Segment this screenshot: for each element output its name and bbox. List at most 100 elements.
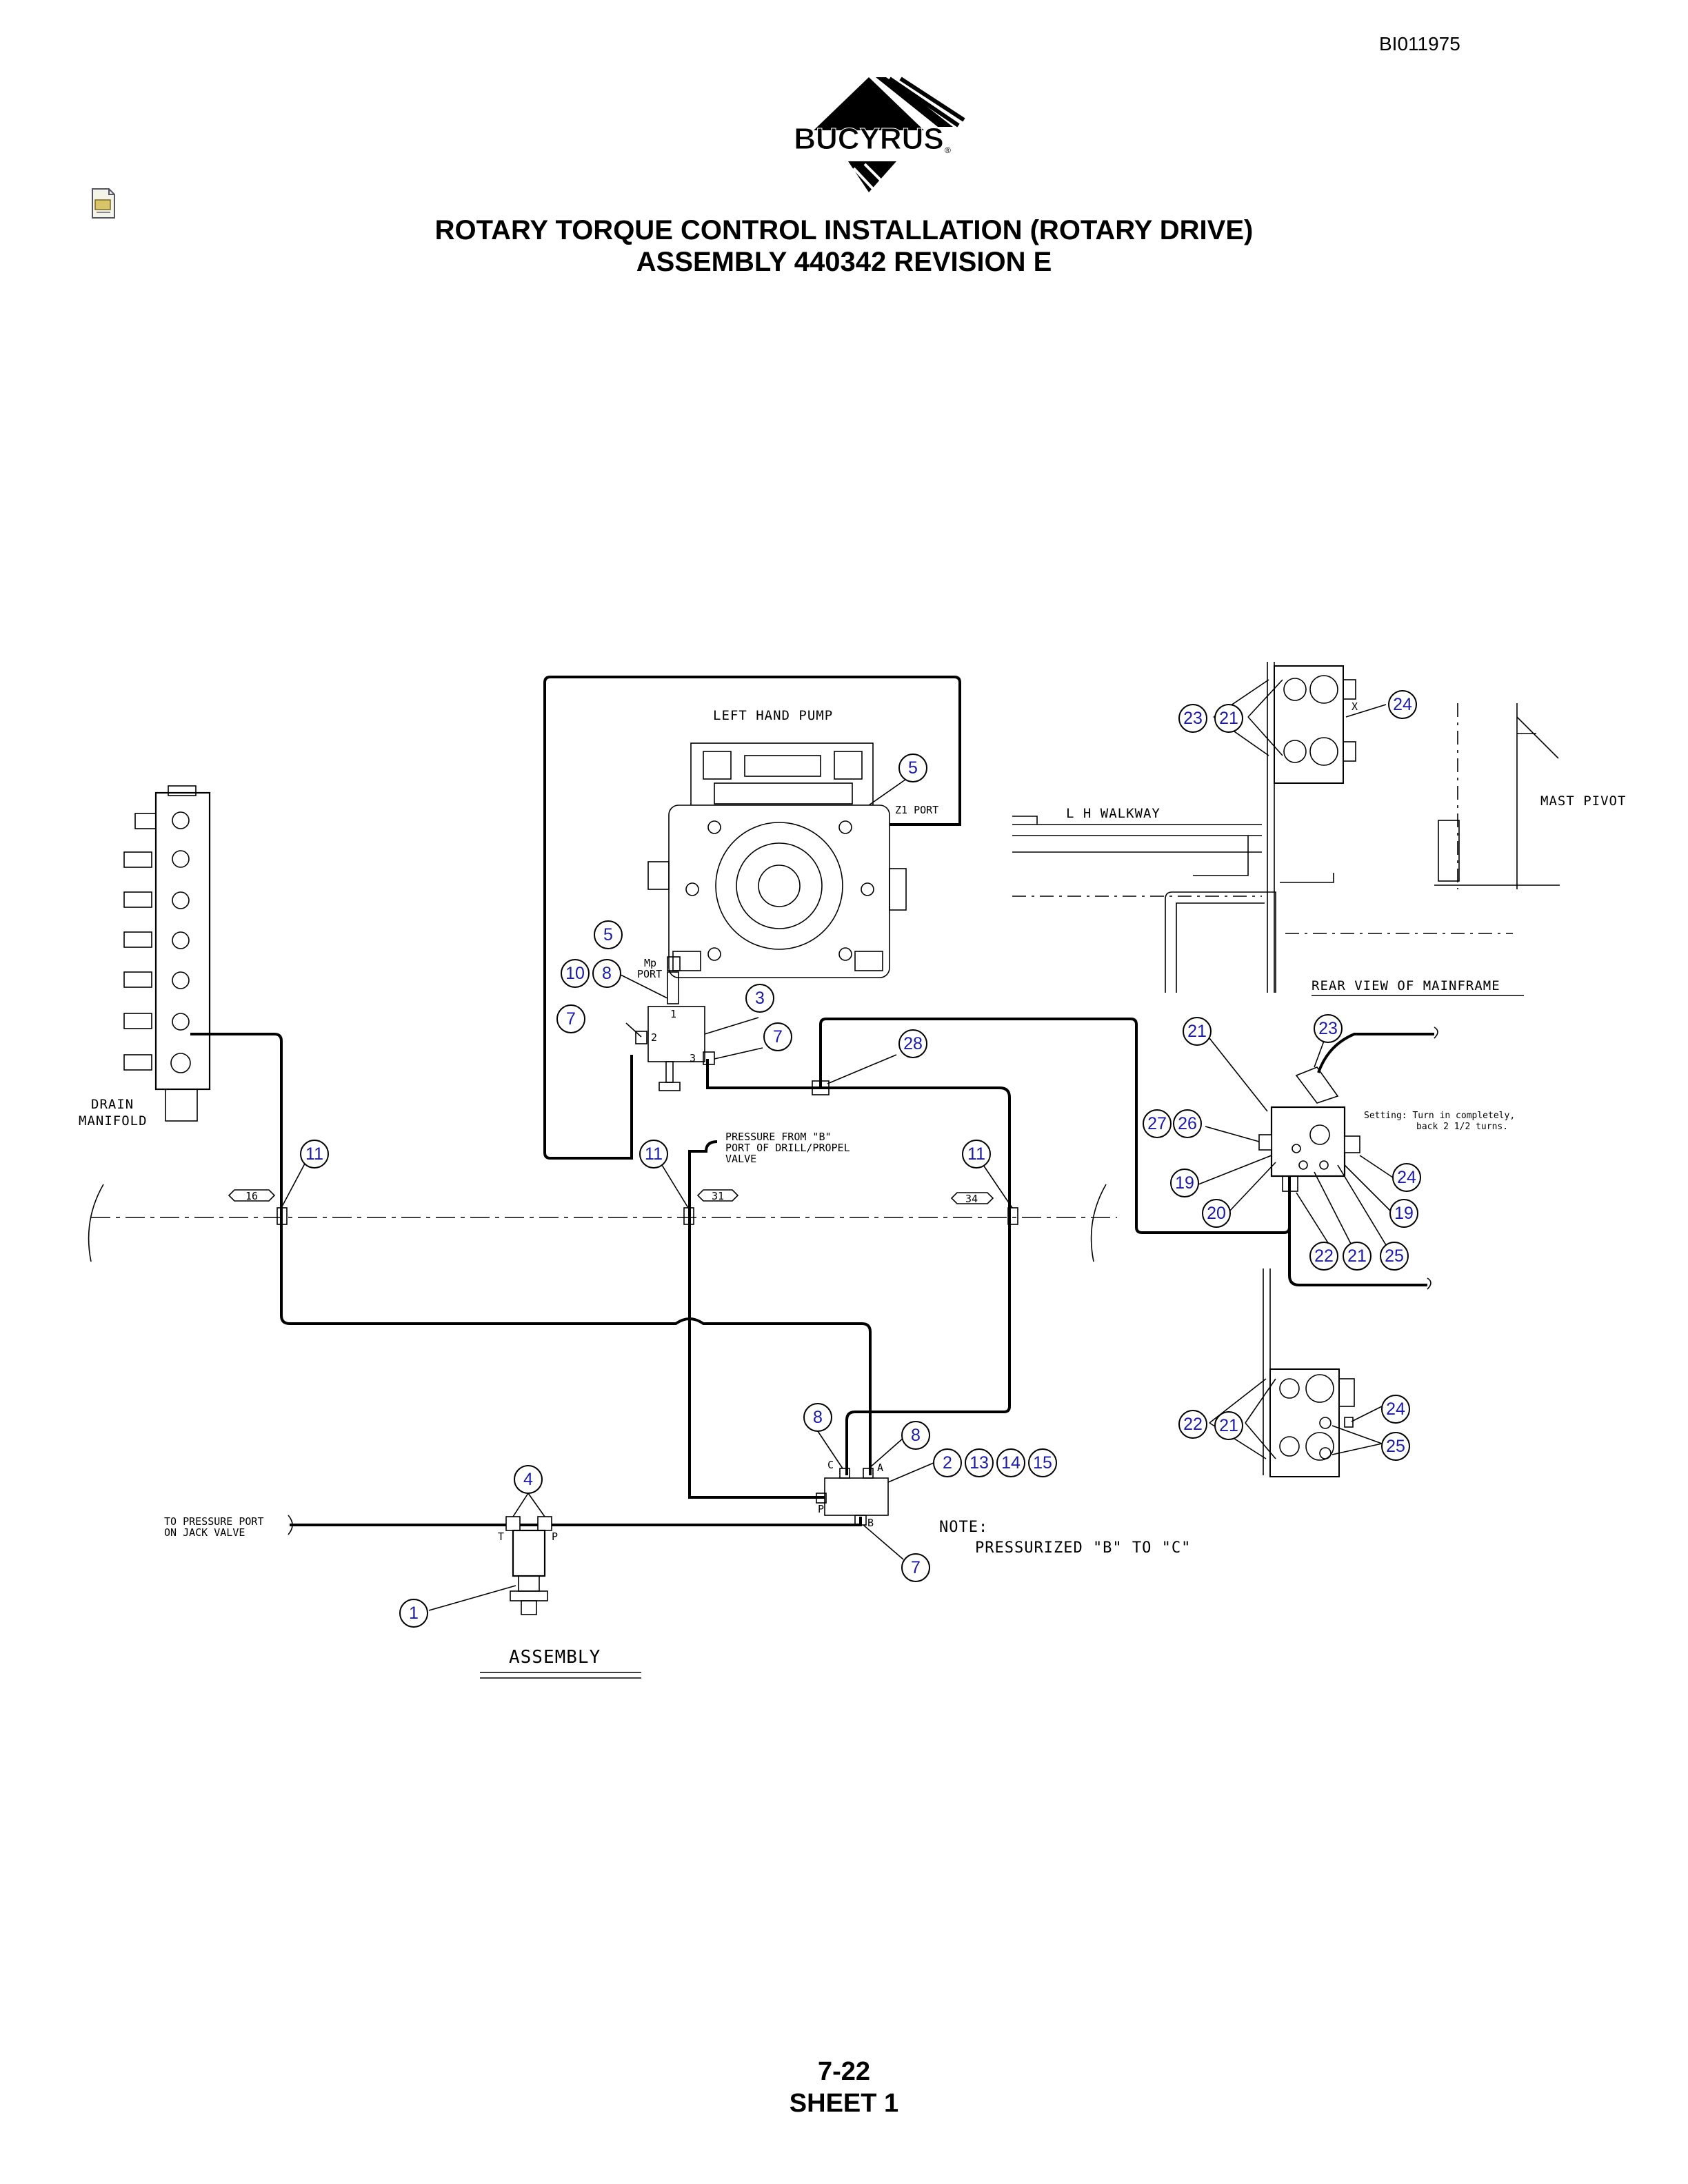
svg-text:21: 21 xyxy=(1219,1416,1238,1435)
page-number: 7-22 xyxy=(817,2057,871,2086)
balloon-23-mid: 23 xyxy=(1314,1014,1343,1043)
balloon-22-mid: 22 xyxy=(1309,1242,1338,1271)
balloon-26: 26 xyxy=(1173,1109,1202,1138)
svg-text:C: C xyxy=(827,1459,834,1471)
balloon-24-top: 24 xyxy=(1388,690,1417,719)
svg-text:24: 24 xyxy=(1397,1168,1416,1187)
svg-text:20: 20 xyxy=(1207,1204,1226,1223)
balloon-23-top: 23 xyxy=(1178,704,1207,733)
svg-text:ASSEMBLY: ASSEMBLY xyxy=(509,1647,601,1668)
svg-text:NOTE:: NOTE: xyxy=(939,1519,988,1536)
balloon-28: 28 xyxy=(898,1029,927,1058)
svg-text:10: 10 xyxy=(565,964,585,983)
left-hand-pump xyxy=(647,742,907,978)
balloon-1: 1 xyxy=(399,1599,428,1628)
balloon-4: 4 xyxy=(514,1465,543,1494)
balloon-19-right: 19 xyxy=(1389,1199,1418,1228)
svg-text:21: 21 xyxy=(1187,1022,1207,1041)
svg-text:23: 23 xyxy=(1318,1019,1338,1038)
svg-text:2: 2 xyxy=(651,1031,657,1044)
svg-text:PORT: PORT xyxy=(637,968,662,980)
torque-control-valve xyxy=(1258,1066,1360,1192)
svg-text:25: 25 xyxy=(1385,1246,1404,1266)
svg-text:34: 34 xyxy=(965,1193,978,1205)
svg-text:MANIFOLD: MANIFOLD xyxy=(79,1113,148,1129)
balloon-20: 20 xyxy=(1202,1199,1231,1228)
svg-text:23: 23 xyxy=(1183,709,1203,728)
document-icon[interactable] xyxy=(90,188,117,219)
svg-text:MAST PIVOT: MAST PIVOT xyxy=(1540,793,1626,809)
svg-text:LEFT HAND PUMP: LEFT HAND PUMP xyxy=(713,708,833,723)
pump-loop-line xyxy=(543,676,961,1153)
svg-text:28: 28 xyxy=(903,1034,923,1053)
svg-text:21: 21 xyxy=(1219,709,1238,728)
svg-text:31: 31 xyxy=(712,1190,724,1202)
svg-text:3: 3 xyxy=(690,1052,696,1064)
svg-text:24: 24 xyxy=(1386,1399,1405,1419)
svg-text:L H WALKWAY: L H WALKWAY xyxy=(1066,806,1160,821)
balloon-8-bottom-right: 8 xyxy=(901,1421,930,1450)
balloon-8-top: 8 xyxy=(592,959,621,988)
balloon-14: 14 xyxy=(996,1448,1025,1477)
svg-text:11: 11 xyxy=(645,1144,663,1164)
svg-text:5: 5 xyxy=(603,925,613,944)
svg-text:P: P xyxy=(552,1530,558,1543)
balloon-11-right: 11 xyxy=(962,1140,991,1169)
lower-right-valve xyxy=(1263,1268,1355,1477)
svg-text:4: 4 xyxy=(523,1470,533,1489)
svg-text:7: 7 xyxy=(773,1027,783,1046)
balloon-21-mid: 21 xyxy=(1183,1017,1212,1046)
svg-text:7: 7 xyxy=(911,1558,921,1577)
title-line-1: ROTARY TORQUE CONTROL INSTALLATION (ROTA… xyxy=(434,215,1254,245)
bucyrus-logo: BUCYRUS ® xyxy=(794,77,965,192)
svg-text:24: 24 xyxy=(1393,695,1412,714)
balloon-21-top: 21 xyxy=(1214,704,1243,733)
svg-text:Setting: Turn in completely,: Setting: Turn in completely, xyxy=(1364,1111,1515,1121)
svg-text:Z1 PORT: Z1 PORT xyxy=(895,804,938,816)
sheet-number: SHEET 1 xyxy=(789,2089,899,2118)
svg-text:11: 11 xyxy=(305,1144,323,1164)
balloon-27: 27 xyxy=(1143,1109,1172,1138)
svg-text:22: 22 xyxy=(1314,1246,1334,1266)
pressure-switch-assembly xyxy=(505,1516,552,1615)
svg-text:26: 26 xyxy=(1178,1114,1197,1133)
balloon-21-low: 21 xyxy=(1214,1411,1243,1440)
rear-view-mainframe xyxy=(1012,662,1560,993)
svg-text:ON JACK VALVE: ON JACK VALVE xyxy=(164,1526,245,1539)
svg-text:7: 7 xyxy=(566,1009,576,1029)
svg-text:P: P xyxy=(818,1503,824,1515)
svg-text:8: 8 xyxy=(813,1408,823,1427)
balloon-25-low: 25 xyxy=(1381,1432,1410,1461)
balloon-7-left: 7 xyxy=(556,1004,585,1033)
svg-text:T: T xyxy=(498,1530,504,1543)
svg-text:PRESSURIZED "B" TO "C": PRESSURIZED "B" TO "C" xyxy=(975,1539,1191,1557)
title-line-2: ASSEMBLY 440342 REVISION E xyxy=(636,247,1052,277)
svg-text:PRESSURE FROM "B": PRESSURE FROM "B" xyxy=(725,1131,832,1143)
svg-text:1: 1 xyxy=(409,1604,419,1623)
balloon-19-left: 19 xyxy=(1170,1169,1199,1197)
svg-text:3: 3 xyxy=(755,989,765,1008)
svg-text:PORT OF DRILL/PROPEL: PORT OF DRILL/PROPEL xyxy=(725,1142,850,1154)
document-id: BI011975 xyxy=(1379,33,1460,54)
balloon-7-right: 7 xyxy=(763,1022,792,1051)
svg-text:1: 1 xyxy=(670,1008,676,1020)
balloon-22-low: 22 xyxy=(1178,1410,1207,1439)
svg-text:22: 22 xyxy=(1183,1415,1203,1434)
svg-text:Mp: Mp xyxy=(644,957,656,969)
balloon-5-z1: 5 xyxy=(898,754,927,782)
balloon-13: 13 xyxy=(965,1448,994,1477)
svg-text:15: 15 xyxy=(1033,1453,1052,1473)
balloon-2: 2 xyxy=(933,1448,962,1477)
balloon-11-center: 11 xyxy=(639,1140,668,1169)
svg-text:X: X xyxy=(1352,700,1358,713)
svg-text:5: 5 xyxy=(908,758,918,778)
svg-text:21: 21 xyxy=(1347,1246,1367,1266)
svg-text:11: 11 xyxy=(967,1144,985,1164)
svg-text:8: 8 xyxy=(911,1426,921,1445)
svg-text:8: 8 xyxy=(602,964,612,983)
svg-text:DRAIN: DRAIN xyxy=(91,1097,134,1112)
svg-text:25: 25 xyxy=(1386,1437,1405,1456)
balloon-8-bottom-left: 8 xyxy=(803,1403,832,1432)
balloon-11-left: 11 xyxy=(300,1140,329,1169)
balloon-7-bottom: 7 xyxy=(901,1553,930,1582)
